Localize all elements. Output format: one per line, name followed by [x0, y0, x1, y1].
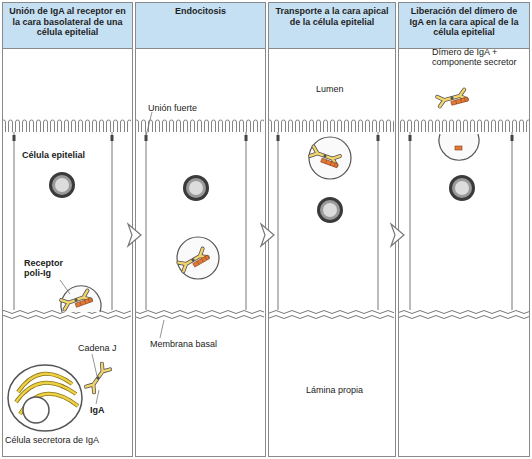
endocytic-vesicle — [146, 112, 219, 338]
basement-membrane — [3, 308, 529, 320]
step-arrow — [128, 224, 141, 246]
panel-heading: Endocitosis — [136, 3, 265, 49]
annotation-label: Unión fuerte — [148, 103, 218, 113]
microvilli — [3, 118, 529, 132]
annotation-label: IgA — [90, 405, 120, 415]
step-arrow — [261, 224, 274, 246]
arrow-shape — [128, 224, 141, 246]
stage-panel: Endocitosis — [135, 2, 266, 457]
cell-boundaries — [14, 132, 512, 310]
transport-vesicle — [309, 137, 351, 179]
panel-heading: Liberación del dímero de IgA en la cara … — [399, 3, 529, 49]
step-arrow — [391, 224, 404, 246]
tight-junctions — [13, 135, 514, 141]
annotation-label: Célula secretora de IgA — [5, 435, 130, 445]
nuclei — [49, 172, 475, 223]
annotation-label: Dímero de IgA + componente secretor — [432, 47, 527, 67]
arrow-shape — [261, 224, 274, 246]
secretory-cell — [8, 365, 82, 431]
annotation-label: Receptor poli-Ig — [24, 258, 70, 278]
receptor-vesicle-forming — [60, 280, 101, 312]
panel-heading: Transporte a la cara apical de la célula… — [269, 3, 395, 49]
annotation-label: Célula epitelial — [22, 150, 102, 160]
free-iga — [86, 354, 110, 404]
fused-vesicle — [437, 89, 479, 160]
annotation-label: Membrana basal — [150, 339, 240, 349]
stage-panel: Liberación del dímero de IgA en la cara … — [398, 2, 530, 457]
stage-panel: Unión de IgA al receptor en la cara baso… — [2, 2, 133, 457]
arrow-shape — [391, 224, 404, 246]
panel-heading: Unión de IgA al receptor en la cara baso… — [3, 3, 132, 49]
annotation-label: Lumen — [316, 84, 376, 94]
annotation-label: Cadena J — [78, 343, 128, 353]
annotation-label: Lámina propia — [306, 385, 386, 395]
